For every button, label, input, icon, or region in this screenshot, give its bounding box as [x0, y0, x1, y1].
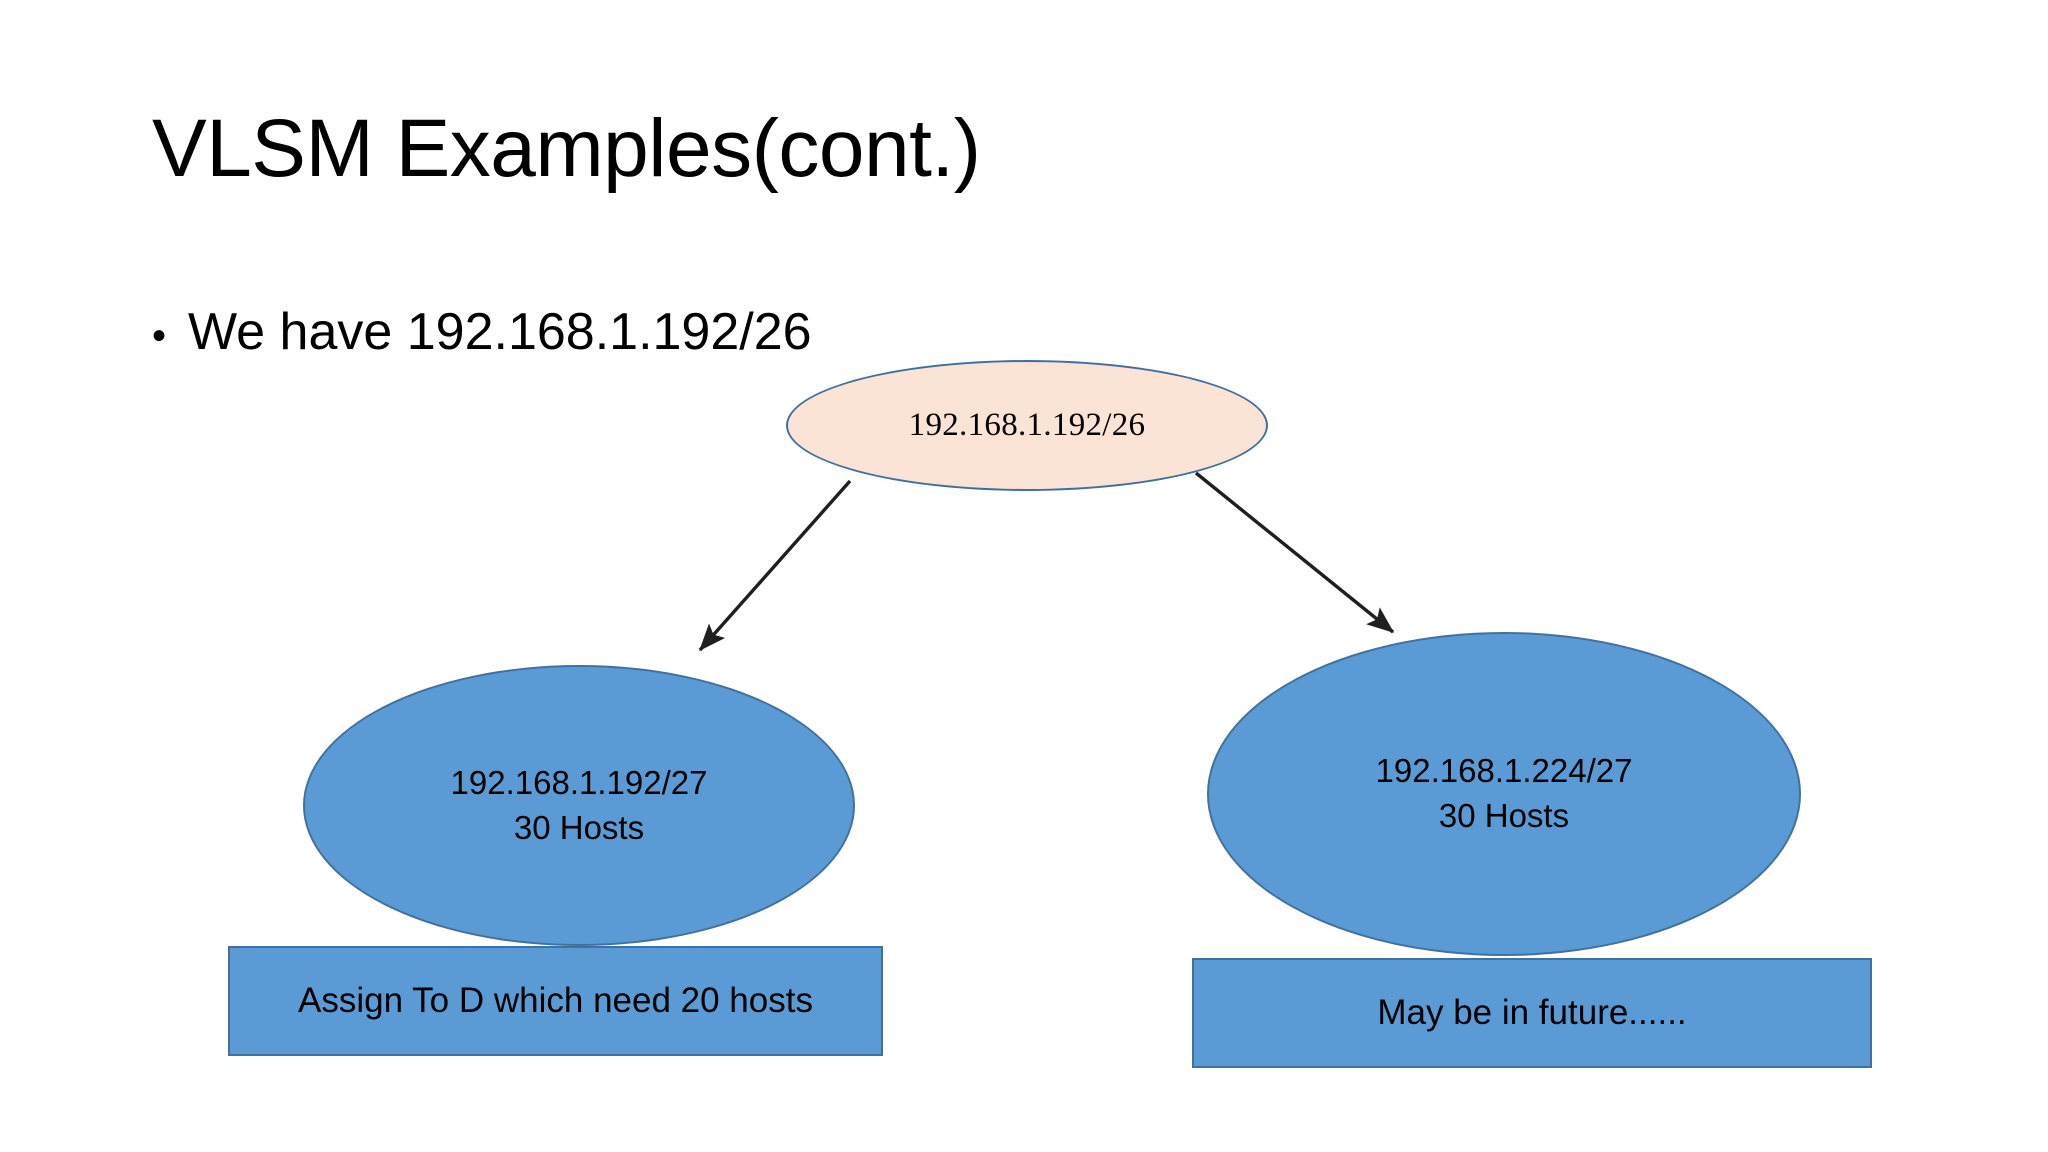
- diagram-caption-left[interactable]: Assign To D which need 20 hosts: [228, 946, 883, 1056]
- diagram-node-right-subnet-hosts: 30 Hosts: [1438, 797, 1570, 834]
- connector-root-to-left-subnet: [698, 479, 852, 652]
- diagram-caption-left-label: Assign To D which need 20 hosts: [298, 981, 813, 1020]
- bullet-marker-icon: •: [152, 314, 167, 358]
- page-title: VLSM Examples(cont.): [152, 103, 981, 194]
- diagram-node-right-subnet[interactable]: 192.168.1.224/27 30 Hosts: [1207, 632, 1801, 956]
- connector-root-to-right-subnet: [1194, 471, 1395, 634]
- bullet-item-label: We have 192.168.1.192/26: [188, 303, 812, 361]
- diagram-node-root-label: 192.168.1.192/26: [908, 407, 1146, 444]
- diagram-node-left-subnet-network: 192.168.1.192/27: [450, 763, 708, 801]
- diagram-node-root[interactable]: 192.168.1.192/26: [786, 360, 1268, 491]
- diagram-node-left-subnet-hosts: 30 Hosts: [513, 808, 645, 846]
- diagram-caption-right-label: May be in future......: [1377, 993, 1687, 1032]
- diagram-node-right-subnet-network: 192.168.1.224/27: [1375, 752, 1633, 790]
- bullet-list-item: • We have 192.168.1.192/26: [152, 305, 812, 360]
- diagram-node-left-subnet[interactable]: 192.168.1.192/27 30 Hosts: [303, 665, 855, 946]
- diagram-caption-right[interactable]: May be in future......: [1192, 958, 1872, 1068]
